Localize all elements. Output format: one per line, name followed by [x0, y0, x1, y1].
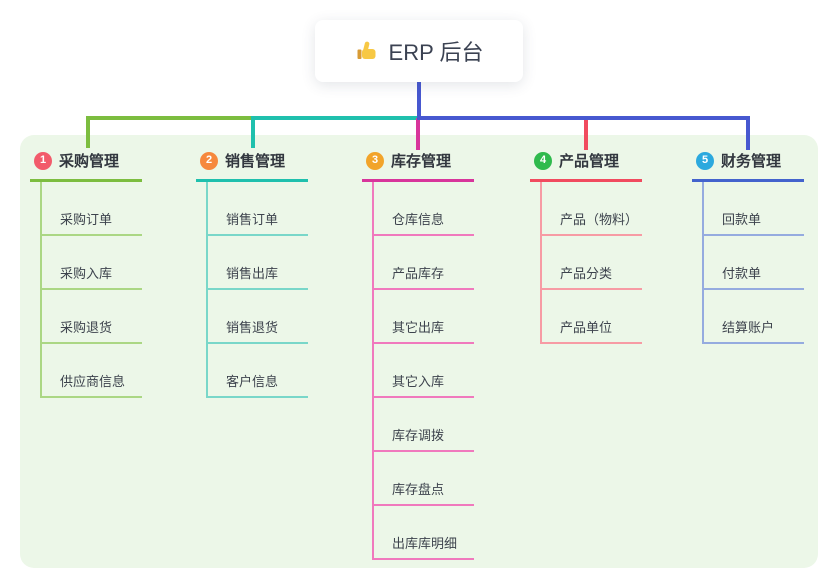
branch-title-product[interactable]: 4 产品管理 [530, 148, 642, 182]
node-item[interactable]: 采购入库 [42, 236, 142, 290]
branch-items-finance: 回款单 付款单 结算账户 [702, 182, 804, 344]
node-item[interactable]: 付款单 [704, 236, 804, 290]
branch-label: 采购管理 [59, 153, 120, 170]
branch-title-inventory[interactable]: 3 库存管理 [362, 148, 474, 182]
node-item[interactable]: 产品库存 [374, 236, 474, 290]
node-item[interactable]: 回款单 [704, 182, 804, 236]
node-item[interactable]: 库存盘点 [374, 452, 474, 506]
node-item[interactable]: 出库库明细 [374, 506, 474, 560]
branch-title-sales[interactable]: 2 销售管理 [196, 148, 308, 182]
branch-items-sales: 销售订单 销售出库 销售退货 客户信息 [206, 182, 308, 398]
branch-items-product: 产品（物料） 产品分类 产品单位 [540, 182, 642, 344]
branch-title-purchase[interactable]: 1 采购管理 [30, 148, 142, 182]
branch-purchase: 1 采购管理 采购订单 采购入库 采购退货 供应商信息 [30, 148, 142, 398]
node-item[interactable]: 销售订单 [208, 182, 308, 236]
node-item[interactable]: 库存调拨 [374, 398, 474, 452]
node-item[interactable]: 客户信息 [208, 344, 308, 398]
node-item[interactable]: 其它出库 [374, 290, 474, 344]
thumbs-up-icon [355, 39, 379, 63]
branch-product: 4 产品管理 产品（物料） 产品分类 产品单位 [530, 148, 642, 344]
branch-label: 产品管理 [559, 153, 620, 170]
node-item[interactable]: 产品分类 [542, 236, 642, 290]
branch-label: 销售管理 [225, 153, 286, 170]
branch-finance: 5 财务管理 回款单 付款单 结算账户 [692, 148, 804, 344]
branch-index-badge: 1 [34, 151, 52, 170]
branch-sales: 2 销售管理 销售订单 销售出库 销售退货 客户信息 [196, 148, 308, 398]
branch-index-badge: 5 [696, 151, 714, 170]
node-item[interactable]: 产品（物料） [542, 182, 642, 236]
branch-index-badge: 4 [534, 151, 552, 170]
node-item[interactable]: 采购订单 [42, 182, 142, 236]
root-node-erp[interactable]: ERP 后台 [315, 20, 523, 82]
node-item[interactable]: 其它入库 [374, 344, 474, 398]
node-item[interactable]: 产品单位 [542, 290, 642, 344]
branch-title-finance[interactable]: 5 财务管理 [692, 148, 804, 182]
node-item[interactable]: 供应商信息 [42, 344, 142, 398]
branch-items-inventory: 仓库信息 产品库存 其它出库 其它入库 库存调拨 库存盘点 出库库明细 [372, 182, 474, 560]
branch-index-badge: 3 [366, 151, 384, 170]
node-item[interactable]: 采购退货 [42, 290, 142, 344]
node-item[interactable]: 结算账户 [704, 290, 804, 344]
root-label: ERP 后台 [388, 40, 484, 65]
branch-index-badge: 2 [200, 151, 218, 170]
branch-inventory: 3 库存管理 仓库信息 产品库存 其它出库 其它入库 库存调拨 库存盘点 出库库… [362, 148, 474, 560]
branch-label: 库存管理 [391, 153, 452, 170]
branch-items-purchase: 采购订单 采购入库 采购退货 供应商信息 [40, 182, 142, 398]
node-item[interactable]: 仓库信息 [374, 182, 474, 236]
node-item[interactable]: 销售退货 [208, 290, 308, 344]
node-item[interactable]: 销售出库 [208, 236, 308, 290]
branch-label: 财务管理 [721, 153, 782, 170]
branches-panel [20, 135, 818, 568]
